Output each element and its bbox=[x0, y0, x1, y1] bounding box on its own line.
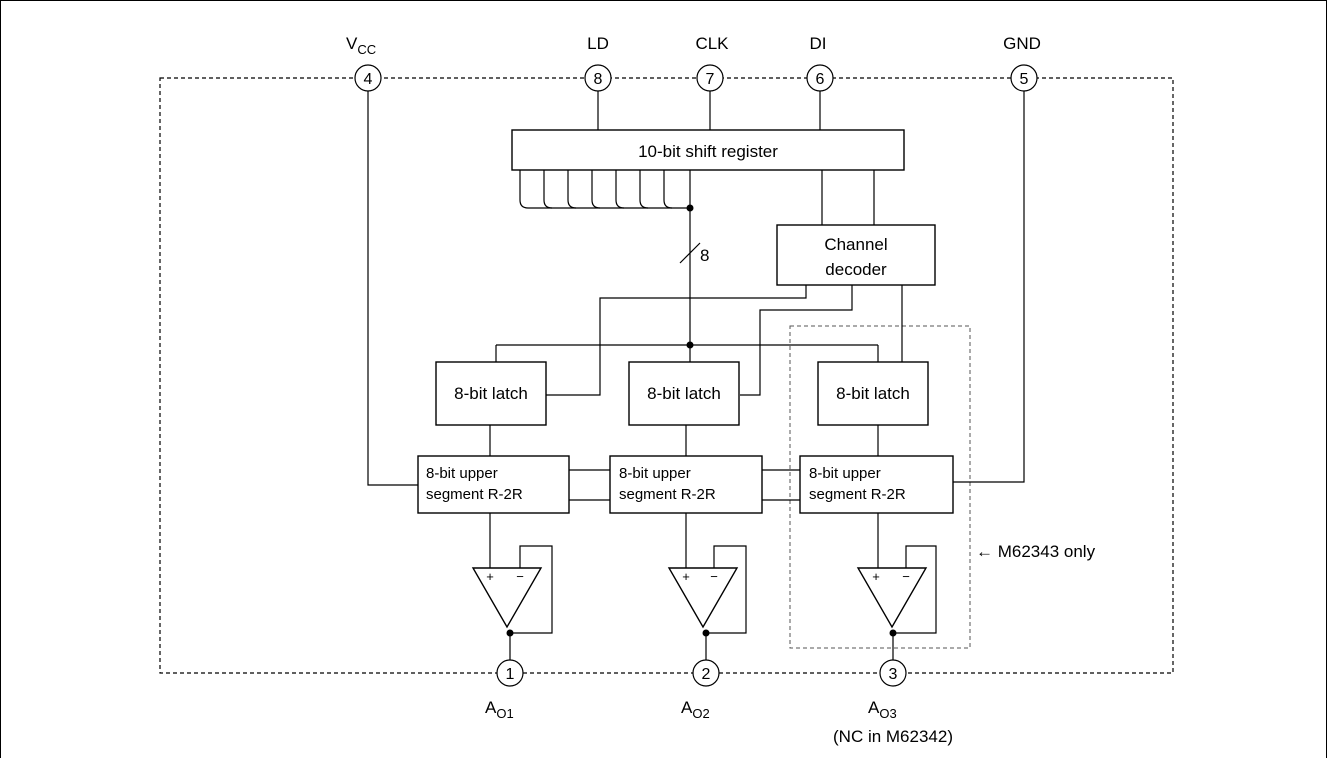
m62343-region bbox=[789, 325, 971, 649]
r2r-2-label-2: segment R-2R bbox=[619, 486, 716, 503]
pin-7-number: 7 bbox=[706, 71, 715, 88]
opamp-2-minus: − bbox=[710, 569, 718, 584]
opamp-3-minus: − bbox=[902, 569, 910, 584]
pin-di-label: DI bbox=[810, 34, 827, 53]
bus-slash bbox=[679, 242, 701, 264]
r2r-3-label-1: 8-bit upper bbox=[809, 465, 881, 482]
opamp-1-plus: + bbox=[486, 569, 494, 584]
pin-ao3-note: (NC in M62342) bbox=[833, 727, 953, 746]
channel-decoder-block bbox=[776, 224, 936, 286]
pin-6-circle bbox=[806, 64, 834, 92]
opamp-3-symbol bbox=[856, 567, 928, 629]
pin-3-circle bbox=[879, 659, 907, 687]
r2r-3-block bbox=[799, 455, 954, 514]
pin-8-circle bbox=[584, 64, 612, 92]
pin-3-number: 3 bbox=[889, 666, 898, 683]
r2r-1-label-1: 8-bit upper bbox=[426, 465, 498, 482]
pin-4-number: 4 bbox=[364, 71, 373, 88]
pin-1-number: 1 bbox=[506, 666, 515, 683]
pin-7-circle bbox=[696, 64, 724, 92]
r2r-1-block bbox=[417, 455, 570, 514]
opamp-1-minus: − bbox=[516, 569, 524, 584]
opamp-2-symbol bbox=[667, 567, 739, 629]
channel-decoder-label-1: Channel bbox=[824, 235, 887, 254]
latch-1-block bbox=[435, 361, 547, 426]
latch-2-block bbox=[628, 361, 740, 426]
r2r-1-label-2: segment R-2R bbox=[426, 486, 523, 503]
pin-ao3-label: AO3 bbox=[868, 698, 897, 721]
pin-5-circle bbox=[1010, 64, 1038, 92]
pin-6-number: 6 bbox=[816, 71, 825, 88]
pin-2-number: 2 bbox=[702, 666, 711, 683]
pin-5-number: 5 bbox=[1020, 71, 1029, 88]
pin-clk-label: CLK bbox=[695, 34, 729, 53]
pin-2-circle bbox=[692, 659, 720, 687]
latch-2-label: 8-bit latch bbox=[647, 384, 721, 403]
pin-4-circle bbox=[354, 64, 382, 92]
r2r-2-block bbox=[609, 455, 763, 514]
pin-ao1-label: AO1 bbox=[485, 698, 514, 721]
pin-vcc-label: VCC bbox=[346, 34, 376, 57]
latch-1-label: 8-bit latch bbox=[454, 384, 528, 403]
latch-3-label: 8-bit latch bbox=[836, 384, 910, 403]
shift-outputs-bus bbox=[519, 170, 691, 209]
m62343-only-note: ← M62343 only bbox=[976, 542, 1096, 561]
package-boundary bbox=[159, 77, 1174, 674]
bus-width-label: 8 bbox=[700, 246, 709, 265]
opamp-3-plus: + bbox=[872, 569, 880, 584]
pin-1-circle bbox=[496, 659, 524, 687]
shift-register-label: 10-bit shift register bbox=[638, 142, 778, 161]
r2r-2-label-1: 8-bit upper bbox=[619, 465, 691, 482]
r2r-3-label-2: segment R-2R bbox=[809, 486, 906, 503]
latch-3-block bbox=[817, 361, 929, 426]
opamp-2-plus: + bbox=[682, 569, 690, 584]
channel-decoder-label-2: decoder bbox=[825, 260, 887, 279]
shift-register-block bbox=[511, 129, 905, 171]
opamp-1-symbol bbox=[471, 567, 543, 629]
pin-ao2-label: AO2 bbox=[681, 698, 710, 721]
pin-ld-label: LD bbox=[587, 34, 609, 53]
pin-gnd-label: GND bbox=[1003, 34, 1041, 53]
pin-8-number: 8 bbox=[594, 71, 603, 88]
